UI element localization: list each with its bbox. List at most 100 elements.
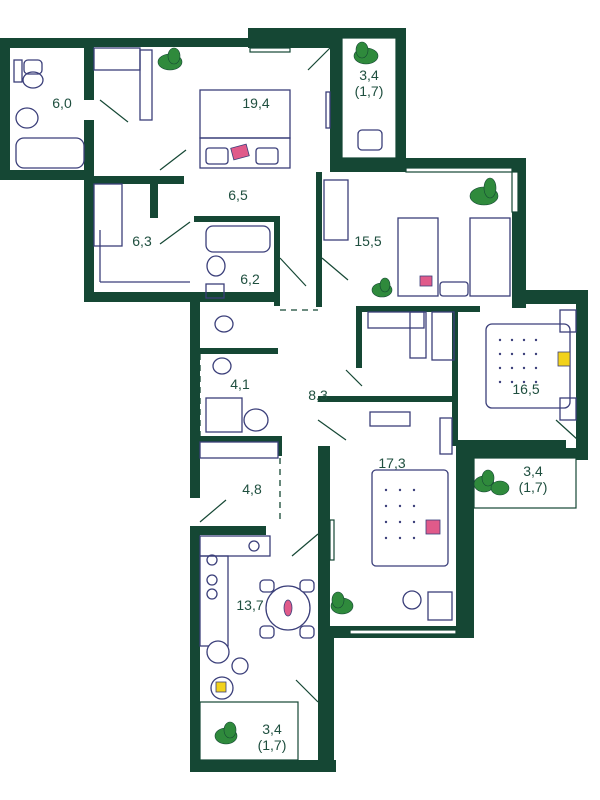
nightstand-icon xyxy=(559,397,577,421)
pillow-icon xyxy=(255,147,279,165)
window xyxy=(249,47,291,53)
chair-icon xyxy=(299,625,315,639)
shelf-icon xyxy=(139,49,153,121)
sink-icon xyxy=(15,107,39,129)
wall-segment xyxy=(0,38,10,180)
pillow-icon xyxy=(205,147,229,165)
wall-segment xyxy=(0,38,92,48)
room-sub-label-balcony-3: (1,7) xyxy=(258,737,287,753)
toilet-icon xyxy=(23,59,43,75)
door xyxy=(159,221,191,245)
room-area-label-balcony-3: 3,4 xyxy=(262,721,282,737)
wardrobe-icon xyxy=(93,47,141,71)
wall-segment xyxy=(456,440,474,636)
doors xyxy=(99,47,579,703)
wardrobe-icon xyxy=(323,179,349,241)
walls xyxy=(0,28,588,772)
wall-segment xyxy=(200,436,280,442)
toilet-icon xyxy=(212,357,232,375)
chair-icon xyxy=(402,590,422,610)
wall-segment xyxy=(576,290,588,460)
vase-icon xyxy=(283,599,293,617)
room-area-label-bedroom-1: 19,4 xyxy=(242,95,269,111)
room-area-label-corridor: 8,3 xyxy=(308,387,328,403)
openings xyxy=(199,309,318,520)
wardrobe-icon xyxy=(199,441,279,459)
sink-icon xyxy=(243,408,269,432)
wall-segment xyxy=(356,306,362,368)
wall-segment xyxy=(278,436,282,456)
wall-segment xyxy=(190,526,266,535)
cushion-icon xyxy=(230,143,250,161)
bed-icon xyxy=(469,217,511,297)
cabinet-icon xyxy=(13,59,23,83)
sink-icon xyxy=(248,540,260,552)
wall-segment xyxy=(452,306,458,446)
balcony-3-frame xyxy=(199,701,299,761)
wall-segment xyxy=(190,526,200,770)
wall-segment xyxy=(274,216,280,306)
windows xyxy=(199,37,577,761)
room-area-label-entry: 4,8 xyxy=(242,481,262,497)
wall-segment xyxy=(84,38,94,100)
window xyxy=(405,167,513,173)
wall-segment xyxy=(318,396,458,402)
room-area-label-kitchen: 13,7 xyxy=(236,597,263,613)
wall-segment xyxy=(330,38,342,168)
room-area-label-bath-2: 6,2 xyxy=(240,271,260,287)
wardrobe-icon xyxy=(431,311,455,361)
wall-segment xyxy=(330,28,404,38)
shelf-icon xyxy=(369,411,411,427)
chair-icon xyxy=(259,579,275,593)
wall-segment xyxy=(194,216,280,222)
bathtub-icon xyxy=(205,225,271,253)
chair-icon xyxy=(299,579,315,593)
cushion-icon xyxy=(425,519,441,535)
plant-icon xyxy=(157,47,183,71)
door xyxy=(291,533,319,557)
door xyxy=(199,499,227,523)
armchair-icon xyxy=(357,129,383,151)
wall-segment xyxy=(84,38,252,47)
bed-frame xyxy=(199,89,291,139)
door xyxy=(555,419,579,441)
room-area-label-wc: 4,1 xyxy=(230,376,250,392)
room-area-label-hall-1: 6,5 xyxy=(228,187,248,203)
wall-segment xyxy=(318,626,334,766)
nightstand-icon xyxy=(559,309,577,333)
wall-segment xyxy=(396,28,406,168)
door xyxy=(99,99,129,123)
sink-icon xyxy=(206,255,226,277)
room-area-label-bedroom-2: 16,5 xyxy=(512,381,539,397)
counter-icon xyxy=(199,555,229,647)
nightstand-icon xyxy=(439,281,469,297)
armchair-icon xyxy=(206,640,230,664)
plant-icon xyxy=(214,721,238,745)
radiator-icon xyxy=(325,91,331,129)
room-area-label-kids-room: 15,5 xyxy=(354,233,381,249)
wardrobe-icon xyxy=(93,183,123,247)
cushion-icon xyxy=(419,275,433,287)
bathtub-icon xyxy=(15,137,85,169)
cushion-icon xyxy=(557,351,571,367)
wall-segment xyxy=(456,440,566,458)
window xyxy=(329,519,335,561)
wall-segment xyxy=(190,760,336,772)
room-sub-label-balcony-2: (1,7) xyxy=(519,479,548,495)
shelf-icon xyxy=(439,417,453,455)
wall-segment xyxy=(84,176,184,184)
wall-segment xyxy=(318,446,330,636)
cushion-icon xyxy=(215,681,227,693)
plant-icon xyxy=(371,277,393,298)
shower-icon xyxy=(205,397,243,433)
plant-icon xyxy=(469,177,499,206)
wall-segment xyxy=(84,292,200,302)
wall-segment xyxy=(316,172,322,307)
room-area-label-bath-1: 6,0 xyxy=(52,95,72,111)
furniture xyxy=(13,47,577,700)
plant-icon xyxy=(490,480,510,496)
door xyxy=(307,47,331,71)
chair-icon xyxy=(259,625,275,639)
toilet-icon xyxy=(22,71,44,89)
